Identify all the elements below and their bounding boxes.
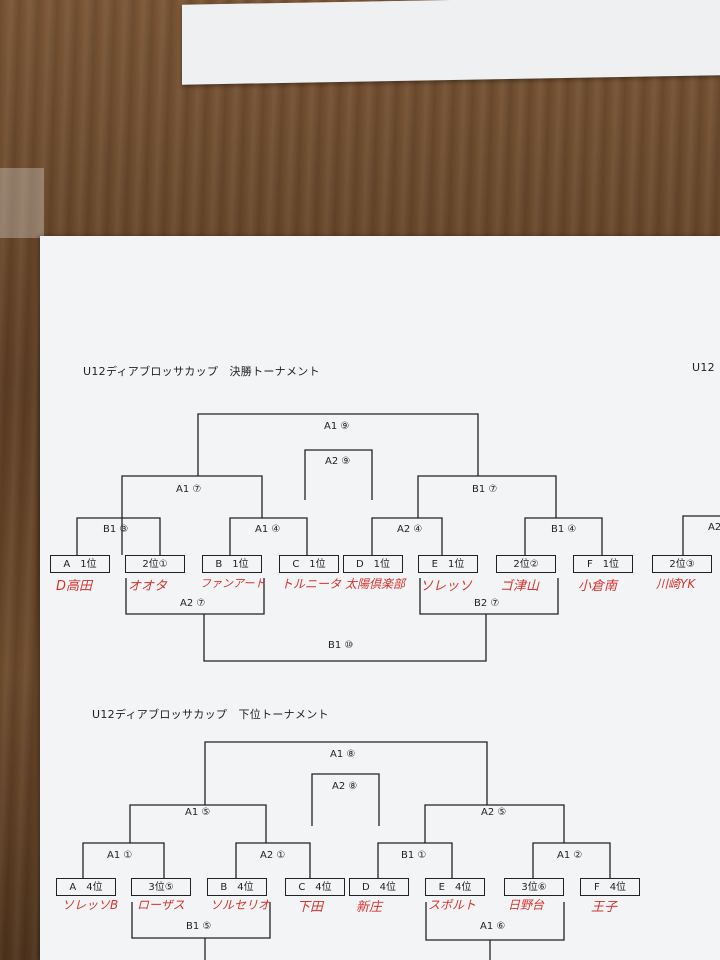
match-label-qf3: B1 ①	[401, 850, 427, 861]
match-label-qf5-partial: A2	[708, 522, 720, 533]
match-label-semi-right: A2 ⑤	[481, 807, 507, 818]
match-label-qf2: A2 ①	[260, 850, 286, 861]
team-name-handwritten: トルニータ	[281, 577, 342, 591]
team-name-handwritten: ゴ津山	[500, 579, 540, 594]
match-label-lower-final: B1 ⑩	[328, 640, 354, 651]
team-name-handwritten: 川崎YK	[656, 577, 696, 591]
team-name-handwritten: ソレッソ	[420, 579, 473, 594]
seed-box: 2位③	[652, 555, 712, 573]
match-label-third-place: A2 ⑧	[332, 781, 358, 792]
lower-tournament-title: U12ディアブロッサカップ 下位トーナメント	[92, 708, 329, 721]
match-label-final: A1 ⑧	[330, 749, 356, 760]
seed-box: 3位⑥	[504, 878, 564, 896]
seed-box: C 4位	[285, 878, 345, 896]
match-label-third-place: A2 ⑨	[325, 456, 351, 467]
team-name-handwritten: ローザス	[137, 898, 185, 912]
match-label-final: A1 ⑨	[324, 421, 350, 432]
upper-tournament-title: U12ディアブロッサカップ 決勝トーナメント	[83, 365, 320, 378]
team-name-handwritten: 太陽倶楽部	[345, 577, 406, 591]
match-label-qf4: A1 ②	[557, 850, 583, 861]
seed-box: B 4位	[207, 878, 267, 896]
seed-box: 2位①	[125, 555, 185, 573]
seed-box: E 1位	[418, 555, 478, 573]
match-label-bottom-left: B1 ⑤	[186, 921, 212, 932]
right-title-fragment: U12	[692, 361, 715, 374]
team-name-handwritten: ソルセリオ	[210, 898, 271, 912]
seed-box: D 1位	[343, 555, 403, 573]
match-label-qf1: A1 ①	[107, 850, 133, 861]
match-label-qf4: B1 ④	[551, 524, 577, 535]
team-name-handwritten: 下田	[297, 900, 324, 915]
match-label-lower-right: B2 ⑦	[474, 598, 500, 609]
seed-box: F 1位	[573, 555, 633, 573]
seed-box: C 1位	[279, 555, 339, 573]
team-name-handwritten: スポルト	[428, 898, 477, 912]
team-name-handwritten: D高田	[56, 579, 93, 594]
seed-box: 3位⑤	[131, 878, 191, 896]
team-name-handwritten: 小倉南	[578, 579, 618, 594]
match-label-bottom-right: A1 ⑥	[480, 921, 506, 932]
seed-box: B 1位	[202, 555, 262, 573]
seed-box: 2位②	[496, 555, 556, 573]
team-name-handwritten: オオタ	[128, 579, 168, 594]
seed-box: A 4位	[56, 878, 116, 896]
match-label-semi-left: A1 ⑤	[185, 807, 211, 818]
seed-box: E 4位	[425, 878, 485, 896]
tape-strip	[0, 168, 44, 238]
seed-box: D 4位	[349, 878, 409, 896]
team-name-handwritten: ファンアート	[200, 577, 266, 590]
team-name-handwritten: 新庄	[356, 900, 383, 915]
seed-box: F 4位	[580, 878, 640, 896]
match-label-semi-left: A1 ⑦	[176, 484, 202, 495]
seed-box: A 1位	[50, 555, 110, 573]
tournament-sheet	[40, 236, 720, 960]
match-label-semi-right: B1 ⑦	[472, 484, 498, 495]
team-name-handwritten: 王子	[591, 900, 618, 915]
match-label-qf2: A1 ④	[255, 524, 281, 535]
match-label-qf1: B1 ③	[103, 524, 129, 535]
team-name-handwritten: ソレッソB	[62, 898, 119, 912]
match-label-lower-left: A2 ⑦	[180, 598, 206, 609]
team-name-handwritten: 日野台	[508, 898, 545, 912]
match-label-qf3: A2 ④	[397, 524, 423, 535]
